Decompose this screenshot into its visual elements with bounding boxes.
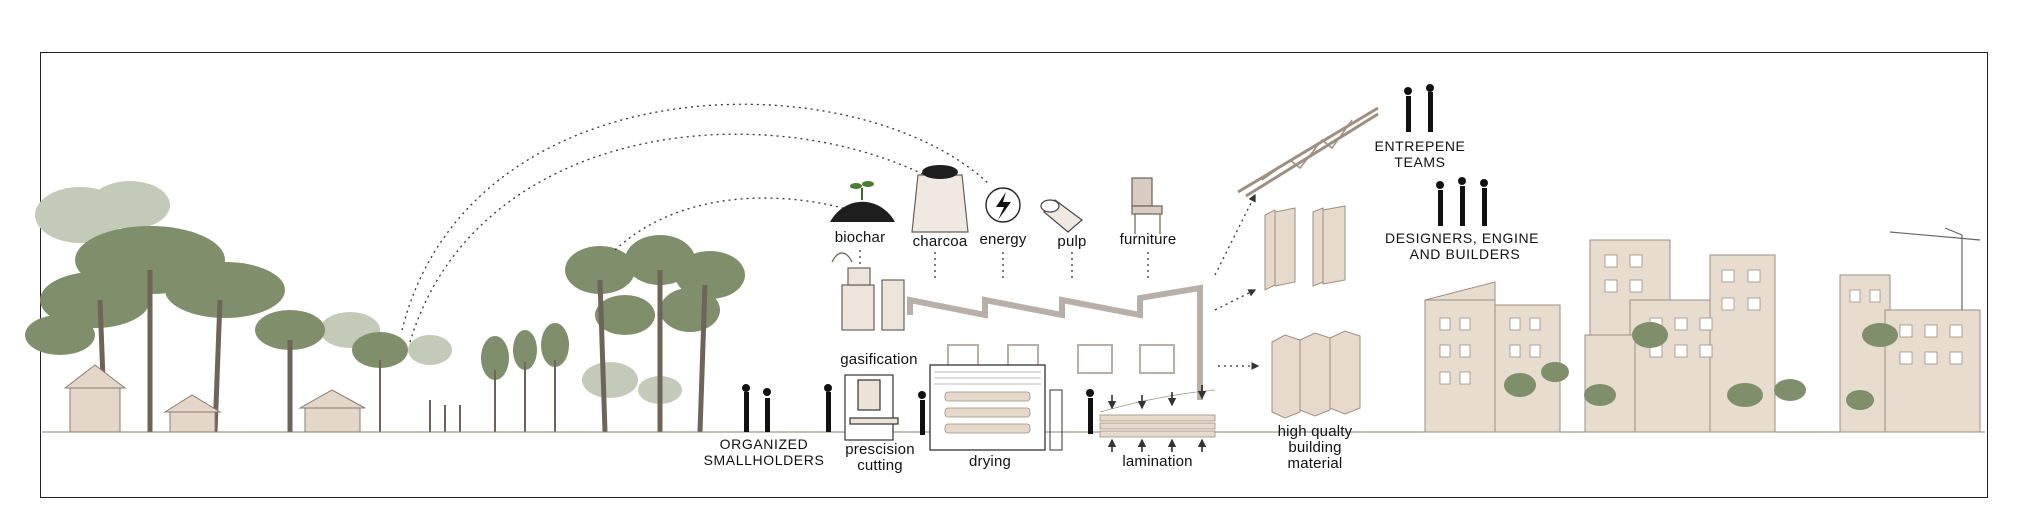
truss-icon bbox=[1237, 106, 1379, 198]
pulp-label: pulp bbox=[1057, 233, 1087, 250]
factory-windows bbox=[947, 344, 1175, 374]
people-figures bbox=[742, 84, 1488, 435]
energy-label: energy bbox=[979, 231, 1027, 248]
timber-beams bbox=[1271, 330, 1361, 419]
city-windows bbox=[1439, 254, 1963, 385]
lamination-label: lamination bbox=[1122, 453, 1193, 470]
smallholders-label: ORGANIZED SMALLHOLDERS bbox=[703, 436, 825, 468]
drying-kiln bbox=[929, 364, 1063, 451]
biochar-icon bbox=[830, 181, 895, 222]
timber-panels bbox=[1264, 205, 1346, 291]
furniture-label: furniture bbox=[1119, 231, 1177, 248]
material-label: high qualty building material bbox=[1277, 423, 1353, 472]
biochar-label: biochar bbox=[834, 229, 886, 246]
lamination-press bbox=[1099, 385, 1216, 452]
pulp-roll-icon bbox=[1040, 199, 1083, 233]
designers-label: DESIGNERS, ENGINE AND BUILDERS bbox=[1385, 230, 1540, 262]
gasification-label: gasification bbox=[840, 351, 918, 368]
chair-icon bbox=[1131, 177, 1163, 234]
charcoal-label: charcoa bbox=[912, 233, 968, 250]
entrepreneurs-label: ENTREPENE TEAMS bbox=[1374, 138, 1466, 170]
cutting-machine bbox=[844, 374, 899, 441]
city-trees bbox=[1504, 322, 1898, 410]
crane-icon bbox=[1889, 227, 1981, 310]
cutting-label: prescision cutting bbox=[845, 441, 915, 474]
gasifier-machine bbox=[831, 252, 905, 331]
forest-trees bbox=[25, 181, 745, 433]
drying-label: drying bbox=[968, 453, 1012, 470]
diagram-frame bbox=[40, 52, 1988, 498]
charcoal-sack-icon bbox=[911, 165, 969, 233]
energy-icon bbox=[985, 187, 1021, 223]
factory-outline bbox=[907, 284, 1203, 400]
